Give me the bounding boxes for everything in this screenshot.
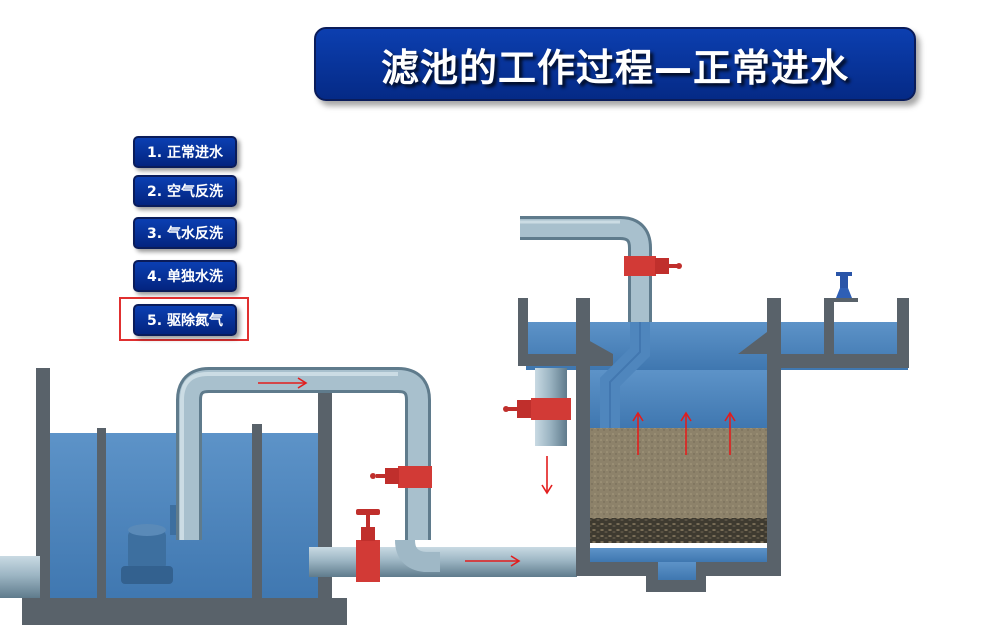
inflow-channel (600, 322, 650, 428)
filter-wall-right (767, 298, 781, 576)
horizontal-pipe (309, 547, 577, 577)
vent-icon (830, 272, 858, 302)
menu-button-air-backwash[interactable]: 2. 空气反洗 (133, 175, 237, 207)
flow-arrow-icon (632, 411, 736, 455)
filter-tank (518, 298, 909, 592)
menu-selection-highlight (119, 297, 249, 341)
menu-button-air-water-backwash[interactable]: 3. 气水反洗 (133, 217, 237, 249)
left-tank-wall-left (36, 368, 50, 600)
page-title: 滤池的工作过程—正常进水 (380, 45, 849, 90)
flow-arrow-icon (541, 456, 553, 495)
gravel-layer (590, 518, 767, 543)
filter-wall-left (576, 298, 590, 576)
valve-icon[interactable] (531, 398, 571, 420)
valve-icon[interactable] (624, 256, 682, 276)
main-pipe (176, 367, 577, 577)
flow-arrow-icon (258, 377, 521, 567)
sand-layer (590, 428, 767, 518)
bottom-water (590, 548, 767, 562)
menu-button-normal-inflow[interactable]: 1. 正常进水 (133, 136, 237, 168)
title-box: 滤池的工作过程—正常进水 (314, 27, 916, 101)
drain-pipe (503, 368, 571, 446)
left-tank-wall-right (318, 368, 332, 600)
left-tank (0, 368, 347, 625)
valve-icon[interactable] (356, 509, 380, 582)
top-pipe (520, 216, 652, 322)
left-tank-partition-1 (97, 428, 106, 600)
left-tank-base (22, 598, 347, 625)
menu-button-water-wash[interactable]: 4. 单独水洗 (133, 260, 237, 292)
menu-button-remove-nitrogen[interactable]: 5. 驱除氮气 (133, 304, 237, 336)
left-tank-partition-2 (252, 424, 262, 600)
valve-icon[interactable] (370, 466, 432, 488)
inlet-pipe-left (0, 556, 40, 598)
